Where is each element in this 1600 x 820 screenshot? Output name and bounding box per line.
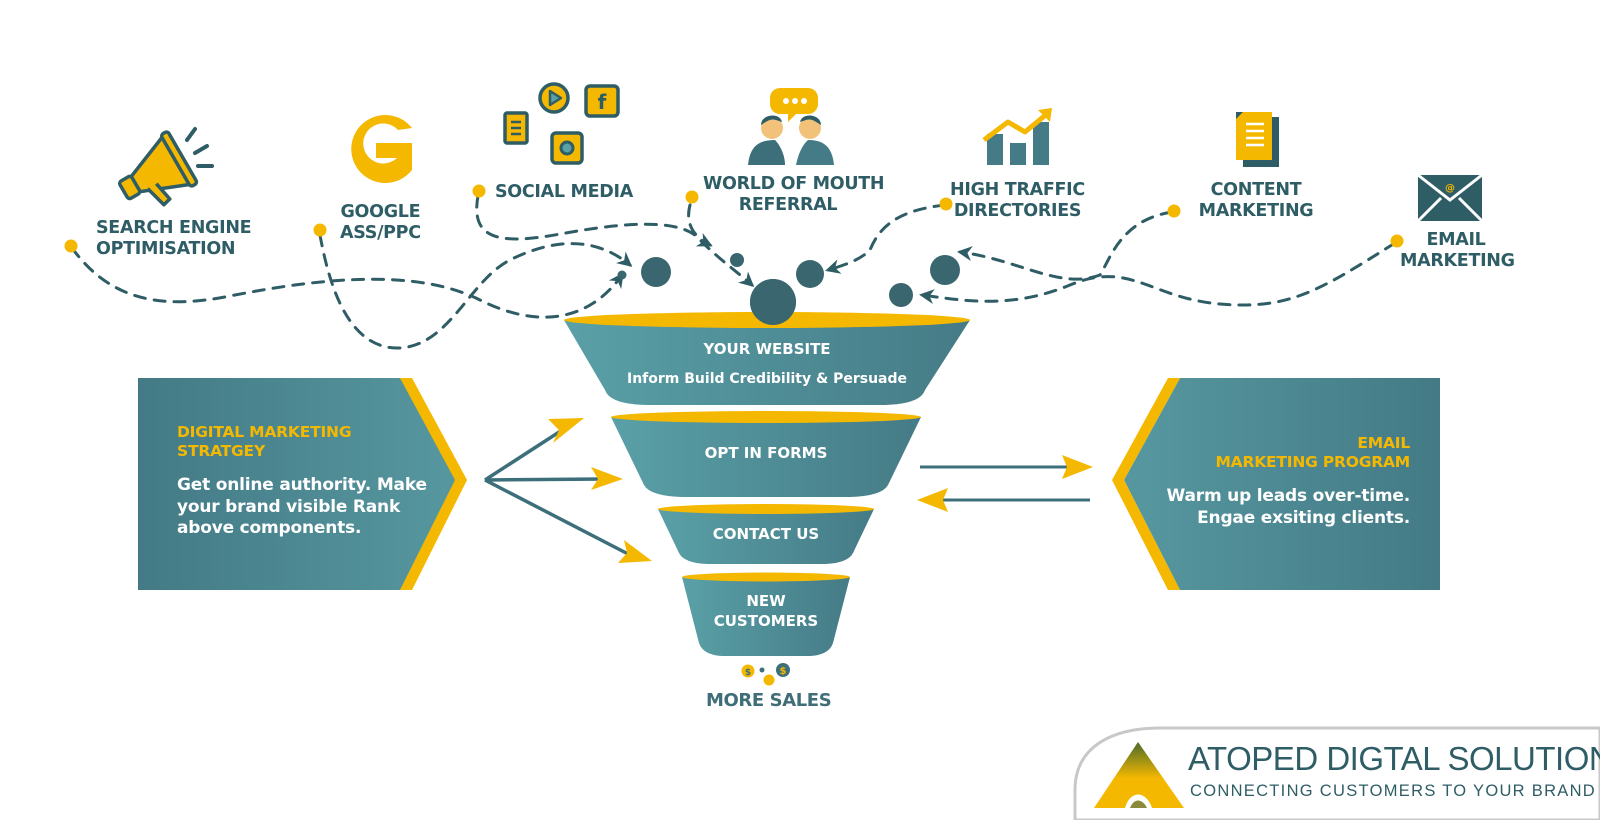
path-content [957, 210, 1174, 281]
right-panel: EMAIL MARKETING PROGRAM Warm up leads ov… [1130, 434, 1411, 529]
funnel-stage-customers [682, 572, 850, 656]
source-dot-referral [685, 190, 699, 204]
right-panel-shape [1112, 378, 1440, 590]
arrow-head [618, 540, 652, 563]
arrow-head [1062, 455, 1093, 479]
source-label-social: SOCIAL MEDIA [495, 182, 633, 202]
path-social [475, 194, 755, 287]
svg-text:$: $ [780, 666, 787, 677]
megaphone-icon [117, 130, 199, 207]
funnel-stage-contact-title: CONTACT US [712, 525, 820, 543]
source-label-content: CONTENT MARKETING [1198, 180, 1314, 221]
source-dot-email [1390, 234, 1404, 248]
source-dot-google [313, 223, 327, 237]
funnel-stage-opt-in-title: OPT IN FORMS [704, 444, 828, 462]
source-label-directories: HIGH TRAFFIC DIRECTORIES [950, 180, 1085, 221]
left-panel-shape [138, 378, 467, 590]
path-referral [687, 203, 713, 247]
source-dot-seo [64, 239, 78, 253]
brand-logo-icon [1094, 742, 1184, 808]
left-panel: DIGITAL MARKETING STRATGEY Get online au… [177, 423, 457, 540]
svg-text:f: f [598, 90, 607, 114]
traffic-ball [641, 257, 671, 287]
growth-chart-icon [982, 108, 1052, 165]
path-directories [825, 203, 947, 274]
source-dot-content [1167, 204, 1181, 218]
funnel-stage-website [564, 312, 970, 405]
dollar-coins-icon: $ $ [741, 663, 790, 686]
envelope-icon: @ [1416, 173, 1484, 223]
source-label-seo: SEARCH ENGINE OPTIMISATION [96, 218, 252, 259]
path-google [318, 233, 633, 350]
google-g-icon [351, 115, 412, 183]
funnel-stage-opt-in [611, 411, 921, 497]
arrow-head [548, 418, 584, 443]
source-label-referral: WORLD OF MOUTH REFERRAL [703, 174, 885, 215]
arrow-head [917, 488, 948, 512]
strategy-arrows [484, 423, 633, 558]
social-media-icons: f [503, 82, 620, 165]
funnel-stage-contact [658, 504, 874, 564]
brand-card [1073, 726, 1600, 820]
left-panel-title: DIGITAL MARKETING STRATGEY [177, 423, 352, 460]
traffic-ball [796, 260, 824, 288]
source-label-email: EMAIL MARKETING [1400, 230, 1515, 271]
funnel-stage-website-title: YOUR WEBSITE [703, 340, 831, 358]
source-label-google: GOOGLE ASS/PPC [340, 202, 421, 243]
source-dot-directories [939, 197, 953, 211]
brand-name: ATOPED DIGTAL SOLUTION [1188, 740, 1600, 777]
left-panel-body: Get online authority. Make your brand vi… [177, 475, 427, 538]
right-panel-body: Warm up leads over-time. Engae exsiting … [1166, 486, 1411, 528]
right-panel-title: EMAIL MARKETING PROGRAM [1215, 434, 1410, 471]
traffic-ball [889, 283, 913, 307]
arrow-head [591, 467, 623, 490]
people-talking-icon [748, 88, 834, 165]
document-icon [1236, 112, 1279, 167]
funnel-stage-customers-title: NEW CUSTOMERS [713, 592, 819, 630]
more-sales-label: MORE SALES [706, 690, 832, 711]
traffic-ball [930, 255, 960, 285]
brand-tagline: CONNECTING CUSTOMERS TO YOUR BRAND [1190, 782, 1597, 800]
svg-text:$: $ [745, 668, 751, 678]
path-email [919, 241, 1397, 307]
path-seo [70, 246, 624, 319]
source-dot-social [472, 184, 486, 198]
traffic-ball [617, 270, 627, 280]
traffic-ball [730, 253, 744, 267]
funnel-stage-website-subtitle: Inform Build Credibility & Persuade [627, 371, 907, 387]
svg-text:@: @ [1445, 183, 1455, 194]
